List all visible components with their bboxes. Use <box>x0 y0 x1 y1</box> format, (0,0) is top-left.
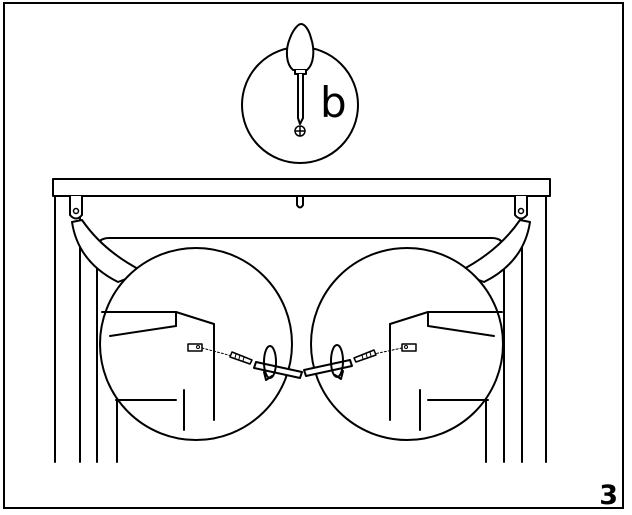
screwdriver-icon <box>285 23 315 125</box>
rotation-arrow-icon <box>330 344 344 380</box>
detail-callout-left <box>99 247 303 441</box>
detail-callout-right <box>303 247 504 441</box>
screw-icon <box>229 351 253 365</box>
tool-label: b <box>320 78 347 127</box>
screwdriver-tip-icon <box>253 361 303 379</box>
screwdriver-tip-icon <box>303 359 353 377</box>
countertop <box>52 178 551 209</box>
rotation-arrow-icon <box>263 345 277 381</box>
mounting-bracket-right <box>514 195 528 220</box>
mounting-bracket-left <box>69 195 83 220</box>
screw-head-icon <box>294 125 306 137</box>
screw-icon <box>353 349 377 363</box>
tool-callout <box>241 23 359 164</box>
step-number: 3 <box>599 480 618 511</box>
